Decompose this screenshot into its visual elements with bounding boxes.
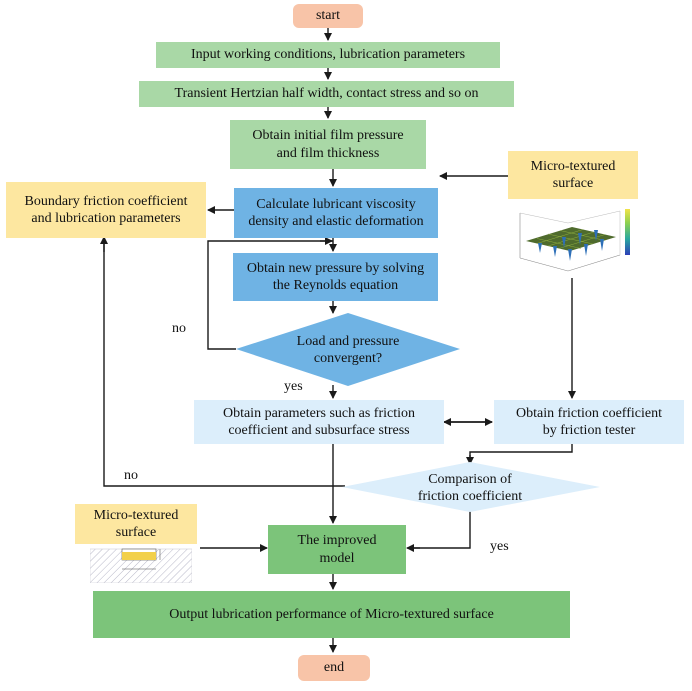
friction-params-box: Obtain parameters such as friction coeff… [194,400,444,444]
initial-film-box: Obtain initial film pressure and film th… [230,120,426,169]
hertzian-box: Transient Hertzian half width, contact s… [139,81,514,107]
boundary-coefficient-box: Boundary friction coefficient and lubric… [6,182,206,238]
texture-cross-section-icon [90,548,192,583]
no-label-outer: no [124,468,138,483]
improved-model-box: The improved model [268,525,406,574]
output-box: Output lubrication performance of Micro-… [93,591,570,638]
comparison-diamond [342,462,600,512]
convergence-diamond [236,313,460,386]
micro-textured-right-box: Micro-textured surface [508,151,638,199]
end-terminal: end [298,655,370,681]
friction-tester-box: Obtain friction coefficient by friction … [494,400,684,444]
reynolds-box: Obtain new pressure by solving the Reyno… [233,253,438,301]
comparison-text: Comparison of friction coefficient [417,471,523,505]
no-label-inner: no [172,321,186,336]
convergence-text: Load and pressure convergent? [296,333,400,367]
viscosity-box: Calculate lubricant viscosity density an… [234,188,438,238]
start-terminal: start [293,4,363,28]
yes-label-converge: yes [284,379,303,394]
yes-label-compare: yes [490,539,509,554]
input-conditions-box: Input working conditions, lubrication pa… [156,42,500,68]
micro-textured-left-box: Micro-textured surface [75,504,197,544]
3d-surface-plot-icon [508,203,638,278]
